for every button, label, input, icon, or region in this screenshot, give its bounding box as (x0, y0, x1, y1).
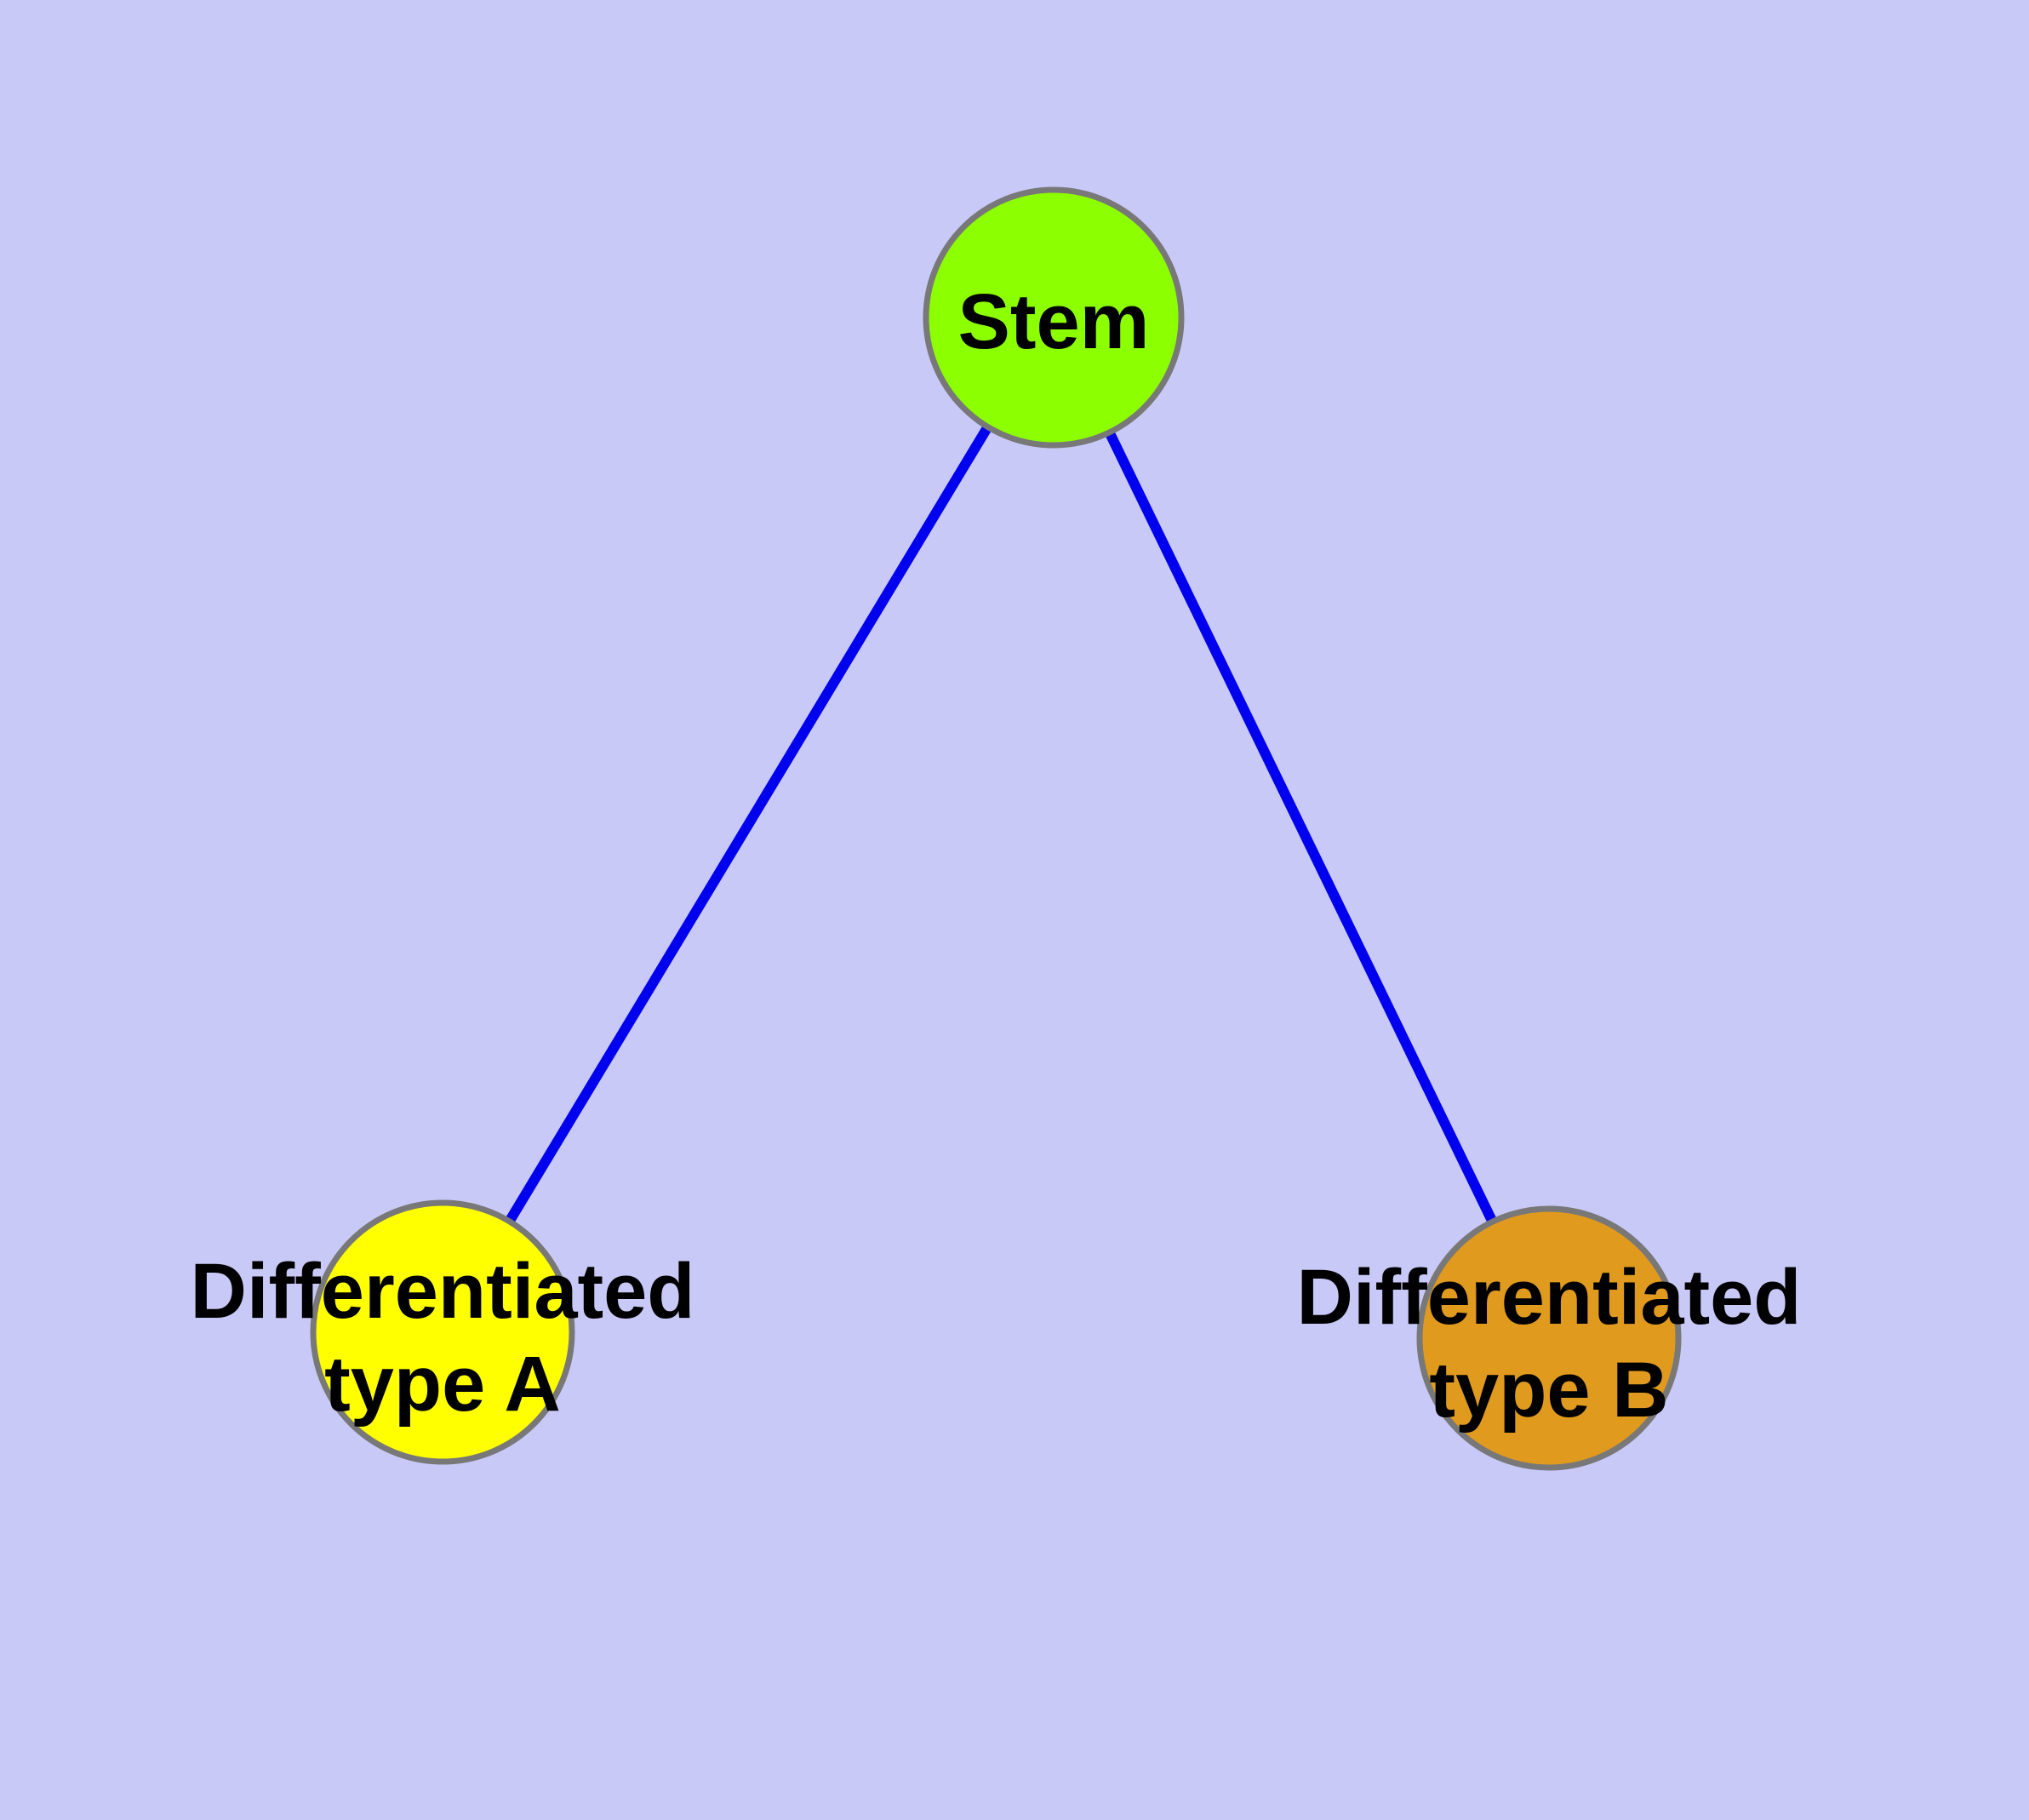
node-type-a-label-line1: Differentiated (191, 1248, 695, 1335)
node-type-b-label-line1: Differentiated (1297, 1254, 1802, 1341)
node-differentiated-type-b (1416, 1205, 1682, 1471)
node-type-b-label-line2: type B (1429, 1347, 1668, 1434)
edge-stem-to-type-a (437, 314, 1059, 1336)
node-differentiated-type-a (310, 1199, 575, 1465)
node-stem (923, 186, 1185, 449)
node-type-a-label-line2: type A (324, 1341, 561, 1428)
node-stem-label: Stem (958, 278, 1150, 365)
edge-stem-to-type-b (1049, 315, 1554, 1341)
